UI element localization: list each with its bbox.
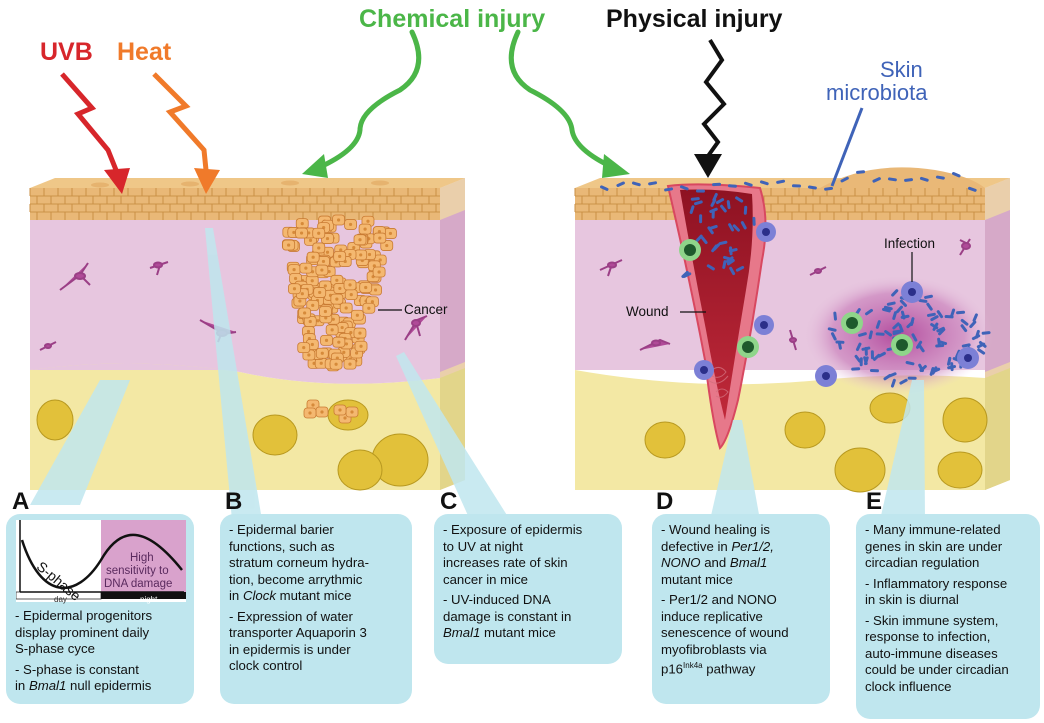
panel-c-line6: damage is constant in bbox=[443, 609, 613, 626]
panel-c-line2: to UV at night bbox=[443, 539, 613, 556]
panel-a-box: S-phase High sensitivity to DNA damage d… bbox=[6, 514, 194, 704]
panel-c-line7: Bmal1 mutant mice bbox=[443, 625, 613, 642]
panel-e-box: - Many immune-related genes in skin are … bbox=[856, 514, 1040, 719]
panel-c-line4: cancer in mice bbox=[443, 572, 613, 589]
panel-e-line10: clock influence bbox=[865, 679, 1031, 696]
panel-b-line8: in epidermis is under bbox=[229, 642, 403, 659]
microbiota-label-line2: microbiota bbox=[826, 80, 927, 106]
panel-d-line5: - Per1/2 and NONO bbox=[661, 592, 821, 609]
panel-c-box: - Exposure of epidermis to UV at night i… bbox=[434, 514, 622, 664]
panel-e-line5: in skin is diurnal bbox=[865, 592, 1031, 609]
physical-injury-label: Physical injury bbox=[606, 5, 782, 34]
panel-b-line7: transporter Aquaporin 3 bbox=[229, 625, 403, 642]
panel-a-line2: display prominent daily bbox=[15, 625, 152, 642]
panel-letter-c: C bbox=[440, 488, 457, 516]
panel-e-line9: could be under circadian bbox=[865, 662, 1031, 679]
right-skin-block bbox=[575, 167, 1010, 492]
panel-b-line2: functions, such as bbox=[229, 539, 403, 556]
panel-a-line4: - S-phase is constant bbox=[15, 662, 152, 679]
chemical-arrowhead-right bbox=[602, 154, 630, 178]
panel-a-line1: - Epidermal progenitors bbox=[15, 608, 152, 625]
panel-d-line7: senescence of wound bbox=[661, 625, 821, 642]
panel-b-line5: in Clock mutant mice bbox=[229, 588, 403, 605]
day-label: day bbox=[54, 592, 67, 609]
chemical-arrowhead-left bbox=[302, 154, 328, 178]
panel-b-line1: - Epidermal barier bbox=[229, 522, 403, 539]
panel-e-line3: circadian regulation bbox=[865, 555, 1031, 572]
panel-d-line4: mutant mice bbox=[661, 572, 821, 589]
panel-e-line4: - Inflammatory response bbox=[865, 576, 1031, 593]
panel-d-line2: defective in Per1/2, bbox=[661, 539, 821, 556]
heat-label: Heat bbox=[117, 38, 171, 67]
panel-a-line3: S-phase cyce bbox=[15, 641, 152, 658]
infection-label: Infection bbox=[884, 236, 935, 251]
panel-letter-b: B bbox=[225, 488, 242, 516]
panel-d-line3: NONO and Bmal1 bbox=[661, 555, 821, 572]
panel-e-line1: - Many immune-related bbox=[865, 522, 1031, 539]
heat-arrow bbox=[154, 74, 220, 194]
wound-label: Wound bbox=[626, 304, 669, 319]
panel-b-line9: clock control bbox=[229, 658, 403, 675]
panel-d-line8: myofibroblasts via bbox=[661, 642, 821, 659]
panel-letter-e: E bbox=[866, 488, 882, 516]
night-label-3: DNA damage bbox=[104, 576, 172, 593]
chemical-injury-label: Chemical injury bbox=[359, 5, 545, 34]
panel-d-line9: p16Ink4a pathway bbox=[661, 658, 821, 678]
panel-b-line4: tion, become arrythmic bbox=[229, 572, 403, 589]
panel-d-box: - Wound healing is defective in Per1/2, … bbox=[652, 514, 830, 704]
panel-c-line5: - UV-induced DNA bbox=[443, 592, 613, 609]
panel-letter-a: A bbox=[12, 488, 29, 516]
panel-d-line1: - Wound healing is bbox=[661, 522, 821, 539]
panel-letter-d: D bbox=[656, 488, 673, 516]
panel-a-line5: in Bmal1 null epidermis bbox=[15, 678, 152, 695]
panel-b-line3: stratum corneum hydra- bbox=[229, 555, 403, 572]
panel-e-line8: auto-immune diseases bbox=[865, 646, 1031, 663]
panel-e-line6: - Skin immune system, bbox=[865, 613, 1031, 630]
night-label: night bbox=[140, 592, 157, 609]
cancer-label: Cancer bbox=[404, 302, 448, 317]
chemical-arrows bbox=[318, 32, 614, 168]
panel-b-line6: - Expression of water bbox=[229, 609, 403, 626]
panel-b-box: - Epidermal barier functions, such as st… bbox=[220, 514, 412, 704]
panel-d-line6: induce replicative bbox=[661, 609, 821, 626]
panel-e-line7: response to infection, bbox=[865, 629, 1031, 646]
physical-arrow bbox=[694, 40, 724, 178]
panel-e-line2: genes in skin are under bbox=[865, 539, 1031, 556]
panel-c-line1: - Exposure of epidermis bbox=[443, 522, 613, 539]
panel-c-line3: increases rate of skin bbox=[443, 555, 613, 572]
uvb-arrow bbox=[62, 74, 130, 194]
uvb-label: UVB bbox=[40, 38, 93, 67]
